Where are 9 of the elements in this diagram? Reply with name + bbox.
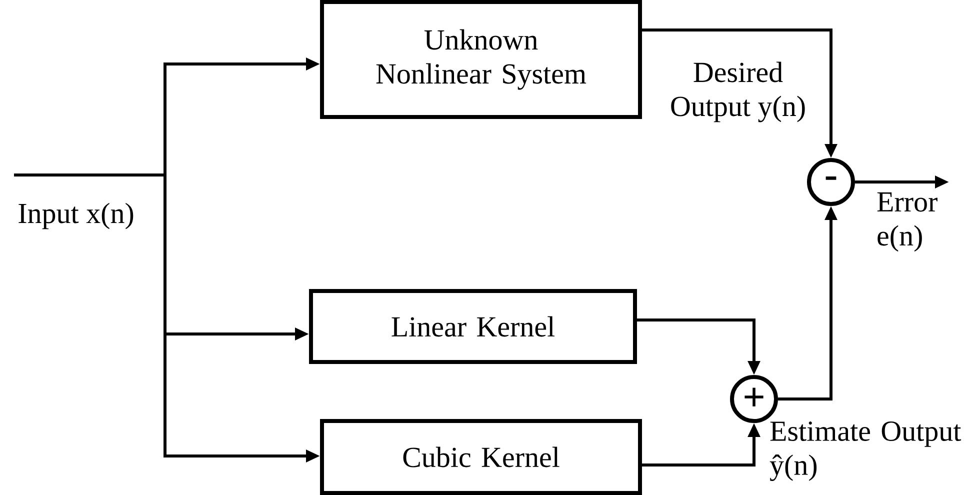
summing-junction: - (807, 158, 855, 206)
summing-junction: + (730, 375, 778, 423)
process-box: Cubic Kernel (320, 419, 642, 495)
process-box: Unknown Nonlinear System (320, 0, 642, 120)
beside-text: Estimate Output ŷ(n) (770, 422, 962, 481)
edge-label: Error e(n) (877, 192, 938, 252)
input-label: Input x(n) (18, 202, 134, 230)
edge-label: Desired Output y(n) (671, 62, 805, 122)
process-box: Linear Kernel (309, 289, 637, 364)
